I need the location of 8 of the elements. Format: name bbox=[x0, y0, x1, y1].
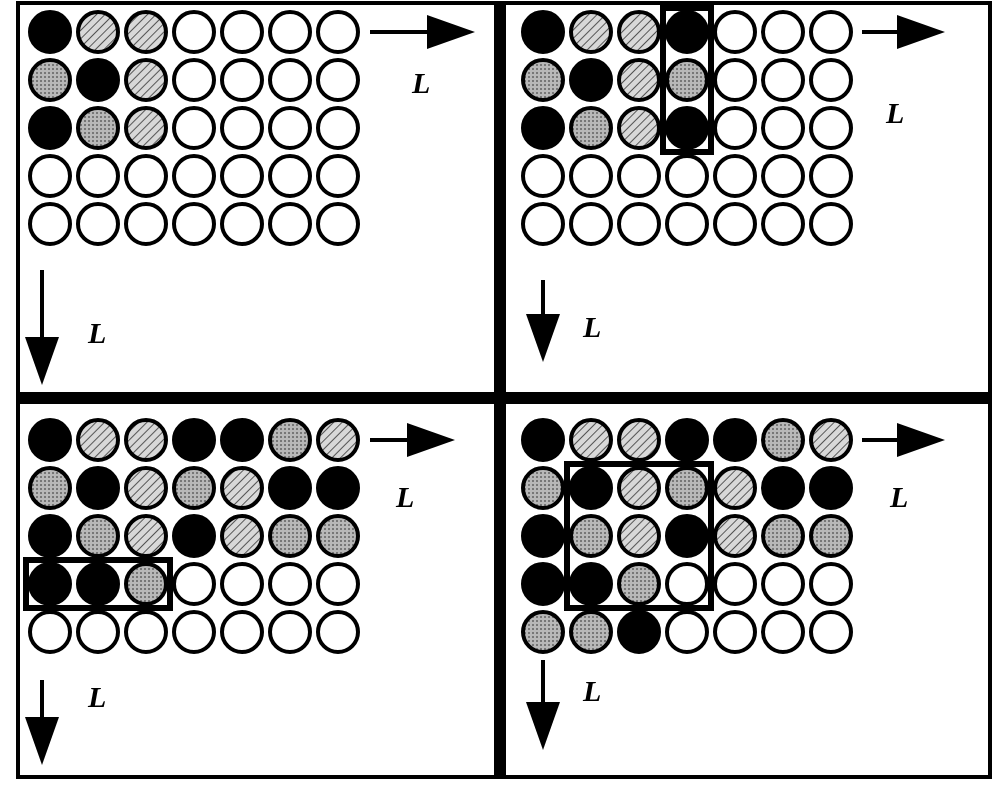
axis-label: L bbox=[583, 676, 602, 706]
axis-label: L bbox=[583, 312, 602, 342]
axis-label: L bbox=[88, 318, 107, 348]
axis-label: L bbox=[88, 682, 107, 712]
axis-label: L bbox=[412, 68, 431, 98]
axis-label: L bbox=[886, 98, 905, 128]
axis-label: L bbox=[890, 482, 909, 512]
axis-label: L bbox=[396, 482, 415, 512]
